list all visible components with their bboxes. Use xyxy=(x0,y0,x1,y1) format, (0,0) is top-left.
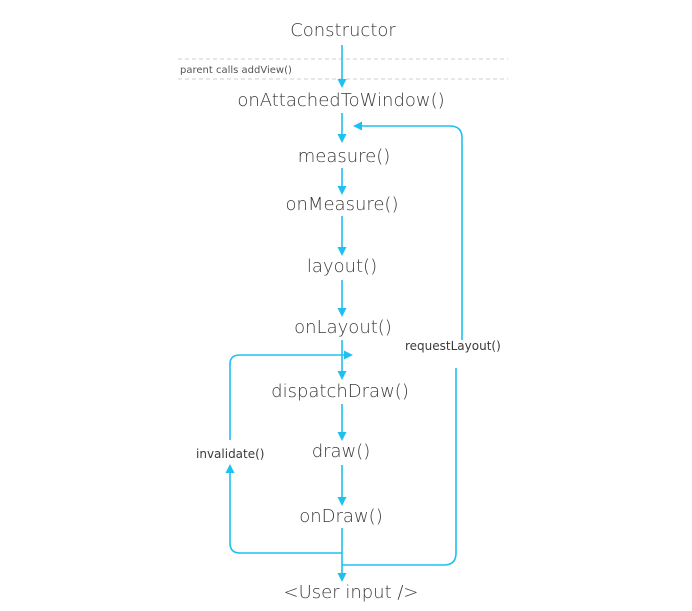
on-layout-node: onLayout() xyxy=(294,317,392,338)
arrow-on-attached-to-measure xyxy=(337,113,347,143)
arrow-on-draw-to-user-input xyxy=(337,528,347,582)
on-attached-to-window-node: onAttachedToWindow() xyxy=(237,90,444,111)
dispatch-draw-node: dispatchDraw() xyxy=(271,381,409,402)
invalidate-loop-arrow xyxy=(225,350,353,554)
on-draw-node: onDraw() xyxy=(299,506,382,527)
arrow-dispatch-draw-to-draw xyxy=(337,404,347,441)
arrow-layout-to-on-layout xyxy=(337,280,347,317)
on-measure-node: onMeasure() xyxy=(286,194,399,215)
request-layout-label: requestLayout() xyxy=(405,339,501,353)
user-input-node: <User input /> xyxy=(284,582,419,603)
arrow-measure-to-on-measure xyxy=(337,168,347,195)
request-layout-loop-arrow xyxy=(342,121,463,566)
parent-calls-add-view-label: parent calls addView() xyxy=(180,65,292,76)
invalidate-label: invalidate() xyxy=(196,447,264,461)
measure-node: measure() xyxy=(298,146,391,167)
draw-node: draw() xyxy=(312,441,371,462)
constructor-node: Constructor xyxy=(290,20,396,41)
arrow-draw-to-on-draw xyxy=(337,465,347,506)
arrow-on-layout-to-dispatch-draw xyxy=(337,340,347,380)
arrow-constructor-to-on-attached xyxy=(337,45,347,88)
arrow-on-measure-to-layout xyxy=(337,216,347,256)
layout-node: layout() xyxy=(307,256,377,277)
